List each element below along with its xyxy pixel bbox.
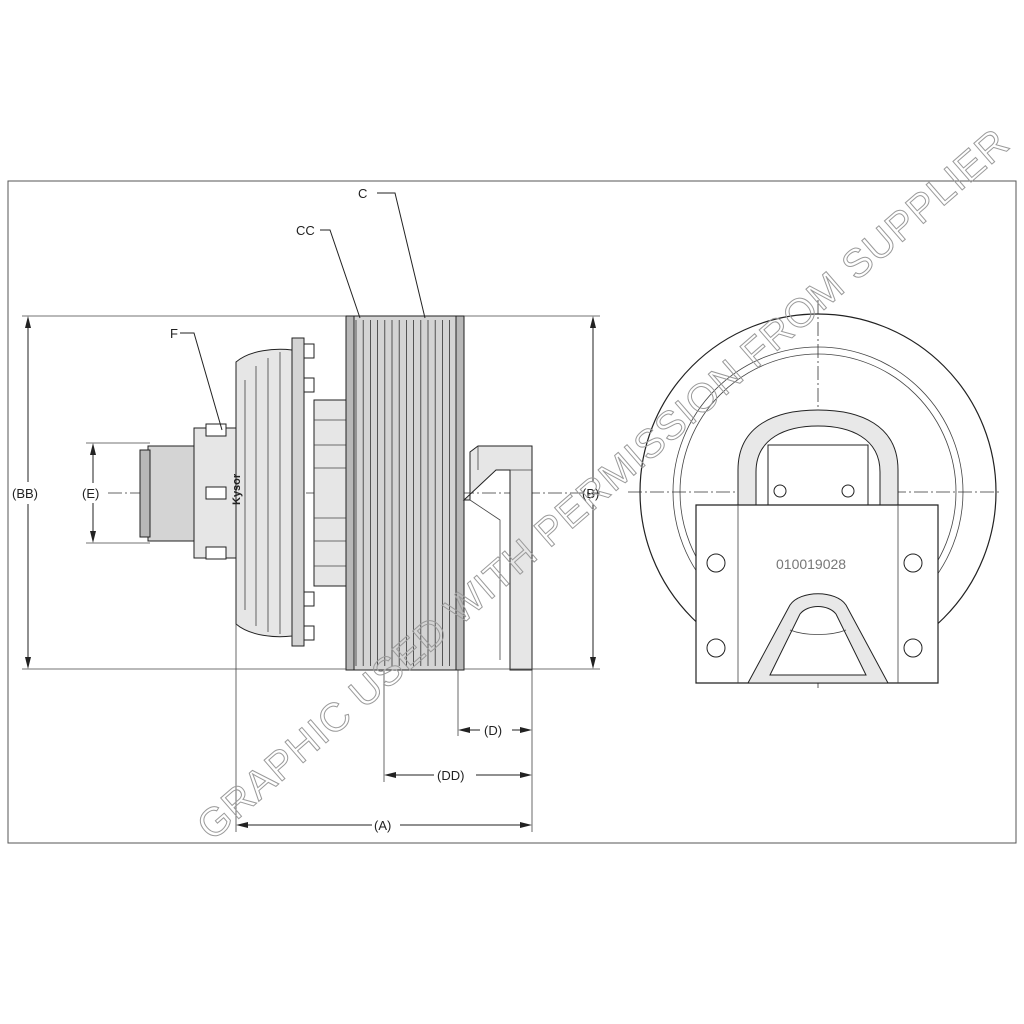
dim-e-arrows: [90, 443, 96, 543]
pulley-body: [345, 315, 465, 671]
lower-triangle-inner: [769, 606, 867, 676]
mount-bolt-bl: [706, 638, 726, 658]
pulley-rim-left: [345, 315, 355, 671]
pulley-spacer: [313, 399, 347, 587]
drawing-frame: [7, 180, 1017, 844]
arch-bolt-left: [773, 484, 787, 498]
hub-stud-mid: [205, 486, 227, 500]
mounting-flange: [291, 337, 305, 647]
label-a: (A): [374, 818, 391, 833]
flange-bolt-2: [303, 377, 315, 393]
label-f: F: [170, 326, 178, 341]
label-e: (E): [82, 486, 99, 501]
hub-nose: [147, 445, 197, 542]
mount-bolt-tl: [706, 553, 726, 573]
mount-bolt-br: [903, 638, 923, 658]
part-number: 010019028: [776, 556, 846, 572]
leader-cc: [320, 229, 361, 319]
label-b: (B): [582, 486, 599, 501]
label-d: (D): [484, 723, 502, 738]
label-cc: CC: [296, 223, 315, 238]
bracket-gusset: [469, 446, 532, 660]
bracket-plate-inner: [737, 505, 899, 683]
hub-stud-bottom: [205, 546, 227, 560]
svg-text:Kysor: Kysor: [231, 473, 243, 505]
arch-bolt-right: [841, 484, 855, 498]
leader-c: [377, 192, 426, 319]
leader-f: [180, 332, 223, 431]
mounting-bracket: [462, 445, 533, 671]
hub-logo: Kysor: [231, 473, 243, 505]
flange-bolt-1: [303, 343, 315, 359]
pulley-grooves: [355, 320, 451, 666]
label-c: C: [358, 186, 367, 201]
hub-nose-cap: [139, 449, 151, 538]
hub-stud-top: [205, 423, 227, 437]
label-dd: (DD): [437, 768, 464, 783]
clutch-housing-fins: [244, 352, 281, 634]
label-bb: (BB): [12, 486, 38, 501]
clutch-housing: [235, 348, 293, 638]
front-view: 010019028: [628, 300, 1000, 690]
side-view: Kysor: [12, 186, 600, 833]
mount-bolt-tr: [903, 553, 923, 573]
flange-bolt-3: [303, 591, 315, 607]
lower-triangle-groove: [789, 629, 847, 635]
spacer-webs: [314, 419, 346, 567]
pulley-rim-right: [455, 315, 465, 671]
flange-bolt-4: [303, 625, 315, 641]
